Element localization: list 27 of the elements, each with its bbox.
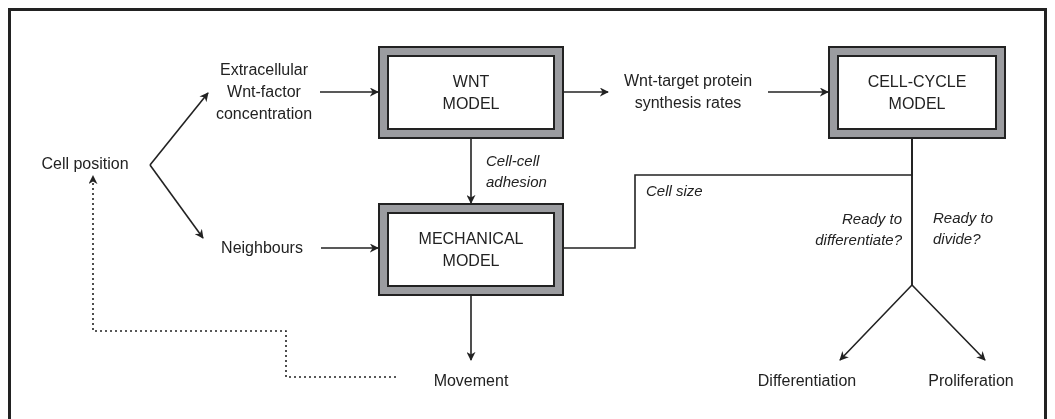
dotted-arrow (88, 175, 397, 378)
model-title: MECHANICAL MODEL (387, 212, 555, 287)
node-label: Cell position (41, 154, 129, 174)
arrow (563, 87, 609, 97)
edge-label: Ready to differentiate? (814, 209, 902, 250)
arrow (149, 92, 209, 166)
model-box (378, 203, 564, 296)
edge-label: Cell-cell adhesion (486, 151, 548, 192)
arrow (149, 164, 204, 239)
arrow (320, 243, 379, 253)
node-label: Movement (433, 371, 509, 391)
arrow (911, 138, 986, 361)
model-title: CELL-CYCLE MODEL (837, 55, 997, 130)
arrow (319, 87, 379, 97)
arrow (466, 138, 476, 204)
arrow (466, 295, 476, 361)
model-box (378, 46, 564, 139)
edge-label: Cell size (646, 181, 704, 201)
edge-label: Ready to divide? (933, 208, 995, 249)
node-label: Extracellular Wnt-factor concentration (214, 60, 314, 124)
node-label: Proliferation (928, 371, 1014, 391)
node-label: Wnt-target protein synthesis rates (622, 71, 754, 113)
model-box (828, 46, 1006, 139)
model-title: WNT MODEL (387, 55, 555, 130)
node-label: Neighbours (221, 238, 303, 258)
node-label: Differentiation (757, 371, 857, 391)
arrow (767, 87, 829, 97)
